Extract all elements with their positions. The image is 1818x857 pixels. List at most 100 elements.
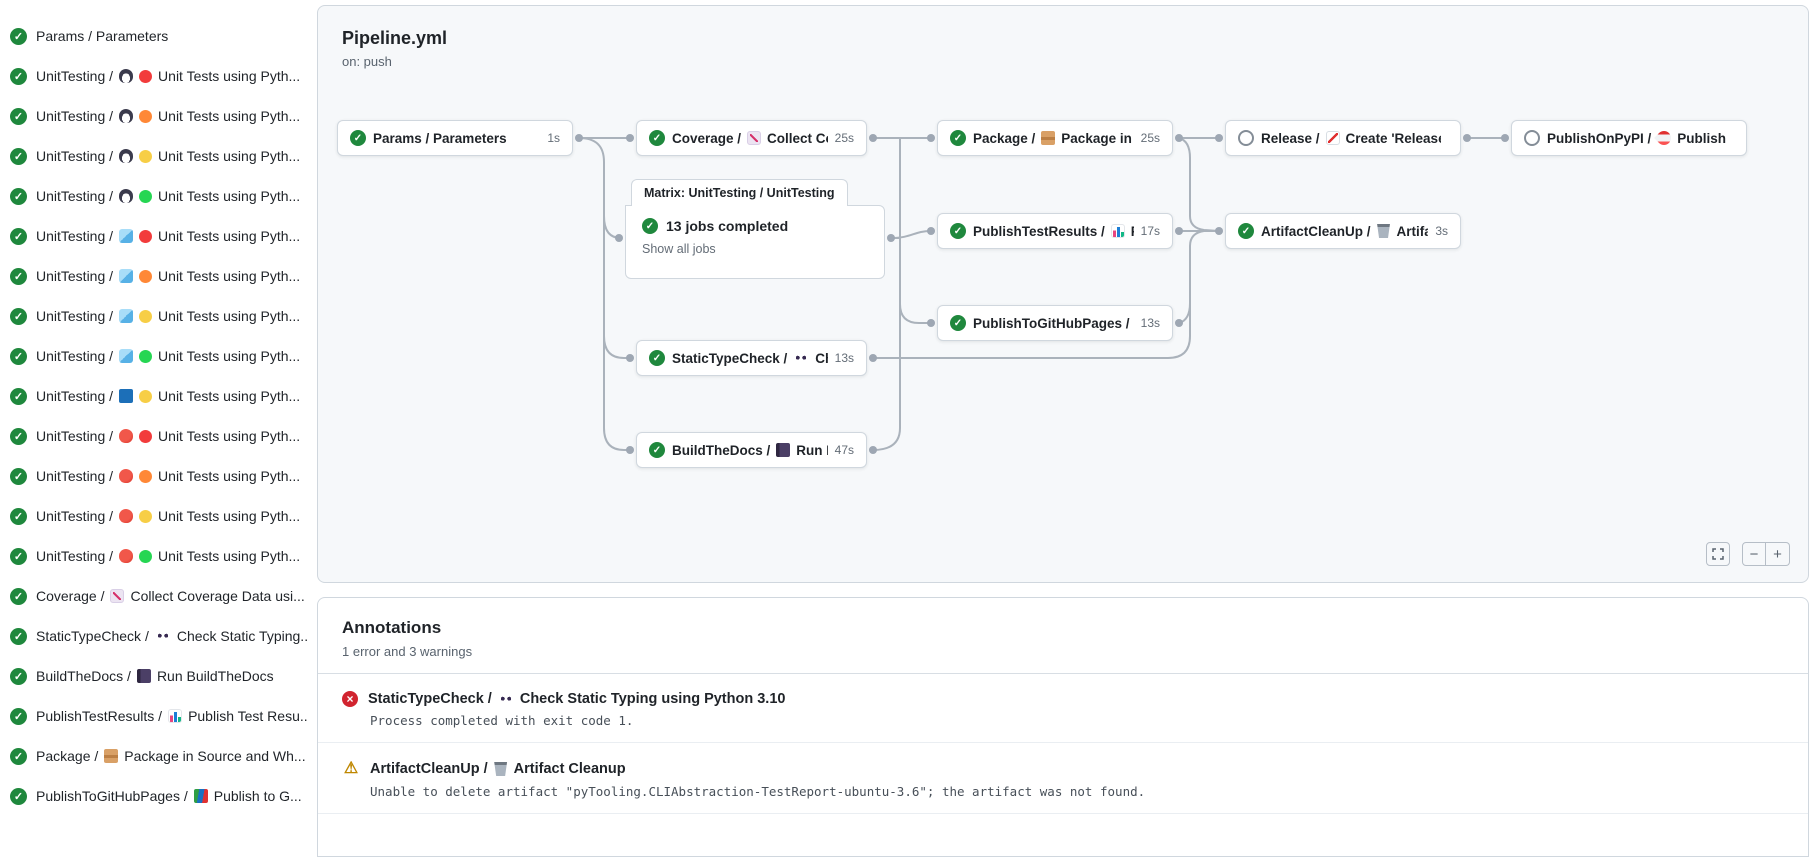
annotation-message: Unable to delete artifact "pyTooling.CLI… xyxy=(370,784,1146,799)
package-icon xyxy=(104,749,119,763)
success-check-icon xyxy=(10,147,27,165)
job-step-label: Unit Tests using Pyth... xyxy=(158,228,301,244)
node-step-label: Collect Cove... xyxy=(767,130,828,146)
job-node-publishonpypi[interactable]: PublishOnPyPI / Publish to ... xyxy=(1511,120,1747,156)
job-node-package[interactable]: Package / Package in So... 25s xyxy=(937,120,1173,156)
zoom-in-button[interactable]: + xyxy=(1766,542,1790,566)
job-name: UnitTesting / xyxy=(36,548,114,564)
job-step-label: Package in Source and Wh... xyxy=(124,748,306,764)
annotation-rows: StaticTypeCheck / Check Static Typing us… xyxy=(318,674,1808,814)
workflow-graph-panel: Pipeline.yml on: push xyxy=(317,5,1809,583)
workflow-trigger: on: push xyxy=(342,54,392,69)
sidebar-job-item[interactable]: PublishTestResults / Publish Test Resu..… xyxy=(10,696,308,736)
error-x-icon xyxy=(342,691,358,707)
python-version-dot-icon xyxy=(139,189,153,203)
job-name: UnitTesting / xyxy=(36,268,114,284)
sidebar-job-item[interactable]: UnitTesting / Unit Tests using Pyth... xyxy=(10,416,308,456)
success-check-icon xyxy=(950,315,966,331)
success-check-icon xyxy=(10,227,27,245)
matrix-group-node: 13 jobs completed Show all jobs xyxy=(625,205,885,279)
job-step-label: Run BuildTheDocs xyxy=(156,668,274,684)
rocket-icon xyxy=(1654,130,1675,146)
python-version-dot-icon xyxy=(139,549,153,563)
sidebar-job-item[interactable]: Package / Package in Source and Wh... xyxy=(10,736,308,776)
wastebasket-icon xyxy=(1377,224,1390,238)
success-check-icon xyxy=(10,107,27,125)
node-duration: 47s xyxy=(834,443,854,457)
success-check-icon xyxy=(10,387,27,405)
sidebar-job-item[interactable]: StaticTypeCheck / Check Static Typing... xyxy=(10,616,308,656)
penguin-icon xyxy=(119,109,134,123)
job-node-publishtestresults[interactable]: PublishTestResults / Pu... 17s xyxy=(937,213,1173,249)
success-check-icon xyxy=(10,507,27,525)
sidebar-job-item[interactable]: Params / Parameters xyxy=(10,16,308,56)
fullscreen-button[interactable] xyxy=(1706,542,1730,566)
python-version-dot-icon xyxy=(139,309,153,323)
node-job-name: ArtifactCleanUp / xyxy=(1261,223,1371,239)
sidebar-job-item[interactable]: UnitTesting / Unit Tests using Pyth... xyxy=(10,176,308,216)
show-all-jobs-link[interactable]: Show all jobs xyxy=(642,242,716,256)
penguin-icon xyxy=(119,189,134,203)
job-node-publishtogithubpages[interactable]: PublishToGitHubPages / ... 13s xyxy=(937,305,1173,341)
node-duration: 25s xyxy=(834,131,854,145)
apple-icon xyxy=(119,509,134,523)
success-check-icon xyxy=(10,67,27,85)
sidebar-job-item[interactable]: UnitTesting / Unit Tests using Pyth... xyxy=(10,136,308,176)
job-name: UnitTesting / xyxy=(36,68,114,84)
job-node-params[interactable]: Params / Parameters 1s xyxy=(337,120,573,156)
success-check-icon xyxy=(642,218,658,234)
success-check-icon xyxy=(1238,223,1254,239)
job-step-label: Unit Tests using Pyth... xyxy=(158,348,301,364)
annotation-job-name: ArtifactCleanUp / xyxy=(370,761,488,777)
job-name: UnitTesting / xyxy=(36,188,114,204)
sidebar-job-item[interactable]: Coverage / Collect Coverage Data usi... xyxy=(10,576,308,616)
success-check-icon xyxy=(10,187,27,205)
books-icon xyxy=(193,789,208,803)
job-name: UnitTesting / xyxy=(36,388,114,404)
job-node-artifactcleanup[interactable]: ArtifactCleanUp / Artifac... 3s xyxy=(1225,213,1461,249)
node-step-label: Chec... xyxy=(815,350,827,366)
job-step-label: Collect Coverage Data usi... xyxy=(130,588,305,604)
success-check-icon xyxy=(10,427,27,445)
apple-icon xyxy=(119,429,134,443)
skipped-circle-icon xyxy=(1238,130,1254,146)
success-check-icon xyxy=(10,747,27,765)
sidebar-job-item[interactable]: UnitTesting / Unit Tests using Pyth... xyxy=(10,56,308,96)
success-check-icon xyxy=(10,307,27,325)
notebook-icon xyxy=(776,443,791,457)
sidebar-job-item[interactable]: UnitTesting / Unit Tests using Pyth... xyxy=(10,496,308,536)
success-check-icon xyxy=(10,587,27,605)
sidebar-job-item[interactable]: UnitTesting / Unit Tests using Pyth... xyxy=(10,256,308,296)
job-node-buildthedocs[interactable]: BuildTheDocs / Run Buil... 47s xyxy=(636,432,867,468)
sidebar-job-item[interactable]: UnitTesting / Unit Tests using Pyth... xyxy=(10,336,308,376)
sidebar-job-item[interactable]: UnitTesting / Unit Tests using Pyth... xyxy=(10,96,308,136)
chart-icon xyxy=(110,589,125,603)
node-job-name: Coverage / xyxy=(672,130,742,146)
success-check-icon xyxy=(10,267,27,285)
sidebar-job-item[interactable]: PublishToGitHubPages / Publish to G... xyxy=(10,776,308,816)
sidebar-job-item[interactable]: UnitTesting / Unit Tests using Pyth... xyxy=(10,296,308,336)
job-name: Params / Parameters xyxy=(36,28,169,44)
job-step-label: Unit Tests using Pyth... xyxy=(158,148,301,164)
job-node-coverage[interactable]: Coverage / Collect Cove... 25s xyxy=(636,120,867,156)
annotation-job-link[interactable]: ArtifactCleanUp / Artifact Cleanup xyxy=(342,760,1784,778)
node-job-name: Params / Parameters xyxy=(373,130,507,146)
sidebar-job-item[interactable]: UnitTesting / Unit Tests using Pyth... xyxy=(10,456,308,496)
package-icon xyxy=(1041,131,1056,145)
sidebar-job-item[interactable]: BuildTheDocs / Run BuildTheDocs xyxy=(10,656,308,696)
fullscreen-icon xyxy=(1712,548,1724,560)
ice-icon xyxy=(119,349,134,363)
job-step-label: Unit Tests using Pyth... xyxy=(158,308,301,324)
python-version-dot-icon xyxy=(139,109,153,123)
zoom-out-button[interactable]: − xyxy=(1742,542,1766,566)
job-node-release[interactable]: Release / Create 'Release P... xyxy=(1225,120,1461,156)
success-check-icon xyxy=(950,130,966,146)
job-name: UnitTesting / xyxy=(36,148,114,164)
job-step-label: Unit Tests using Pyth... xyxy=(158,68,301,84)
sidebar-job-item[interactable]: UnitTesting / Unit Tests using Pyth... xyxy=(10,216,308,256)
job-node-statictypecheck[interactable]: StaticTypeCheck / Chec... 13s xyxy=(636,340,867,376)
sidebar-job-item[interactable]: UnitTesting / Unit Tests using Pyth... xyxy=(10,536,308,576)
sidebar-job-item[interactable]: UnitTesting / Unit Tests using Pyth... xyxy=(10,376,308,416)
job-step-label: Unit Tests using Pyth... xyxy=(158,188,301,204)
annotation-job-link[interactable]: StaticTypeCheck / Check Static Typing us… xyxy=(342,691,1784,707)
